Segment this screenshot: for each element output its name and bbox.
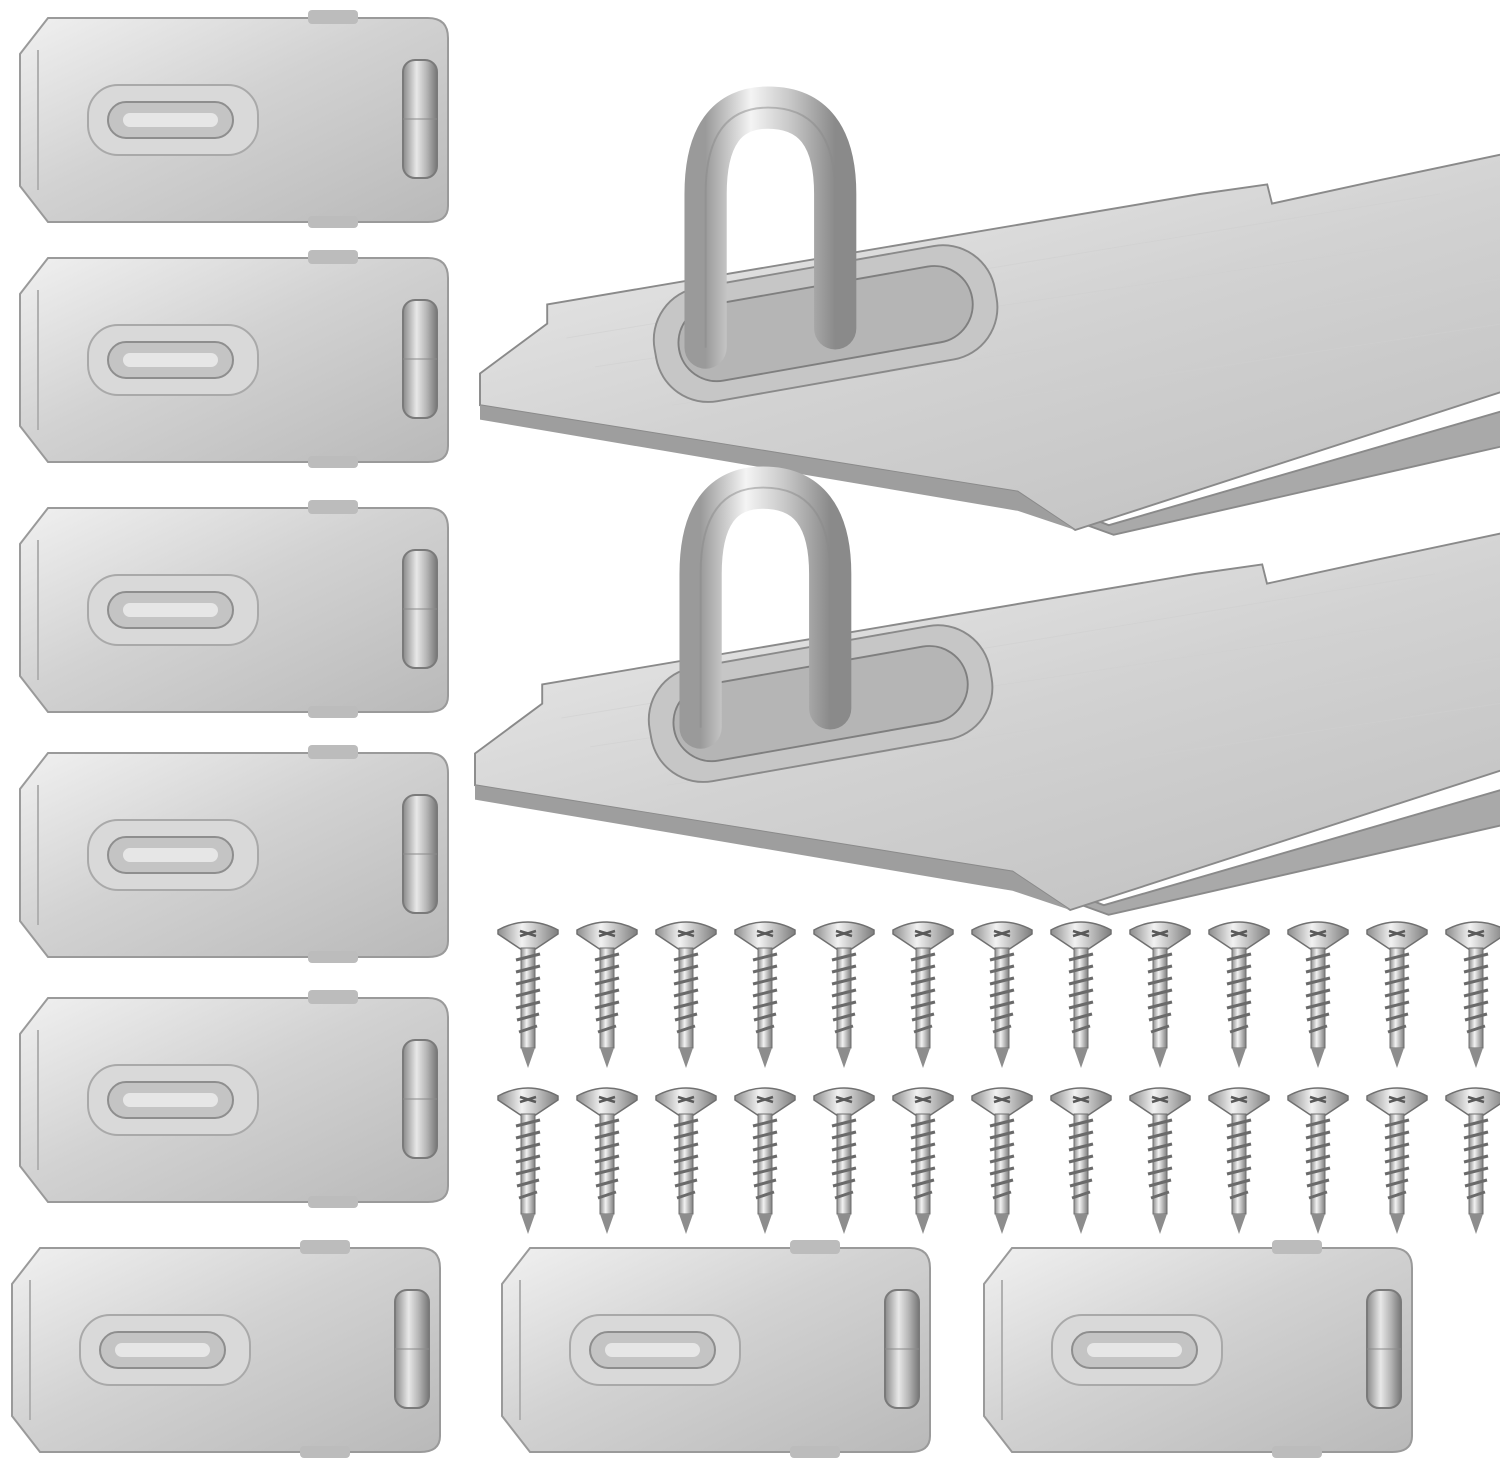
small-hasp	[11, 1239, 441, 1459]
small-hasp	[19, 744, 449, 964]
small-hasp	[983, 1239, 1413, 1459]
small-hasp	[19, 989, 449, 1209]
small-hasp	[19, 249, 449, 469]
small-hasp	[501, 1239, 931, 1459]
small-hasp	[19, 9, 449, 229]
small-hasp	[19, 499, 449, 719]
